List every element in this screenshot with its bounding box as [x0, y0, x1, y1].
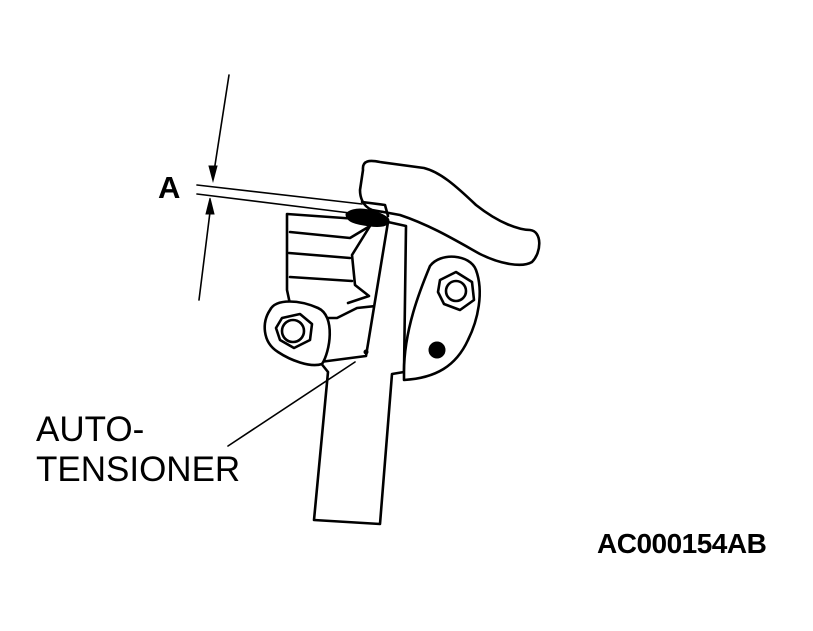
tensioner-notch — [288, 224, 372, 305]
plunger-rod — [360, 200, 390, 218]
left-bolt-head — [280, 318, 306, 344]
tensioner-arm — [358, 159, 541, 267]
dimension-a-label: A — [158, 170, 181, 205]
dimension-guide-line-lower — [198, 211, 211, 301]
plunger-tip — [345, 208, 390, 227]
right-bolt-hex — [436, 270, 476, 312]
right-bolt-head — [444, 279, 468, 303]
auto-tensioner-label-line1: AUTO- — [36, 410, 145, 449]
dimension-arrow-down — [208, 165, 218, 183]
housing-mark — [363, 349, 369, 355]
figure-code: AC000154AB — [597, 528, 767, 559]
tensioner-groove-2 — [288, 275, 354, 283]
label-leader-line — [227, 361, 356, 447]
dimension-guide-line-upper — [212, 74, 230, 179]
tensioner-groove-1 — [287, 251, 352, 260]
dimension-extension-upper — [196, 184, 363, 205]
dimension-extension-lower — [196, 193, 359, 215]
right-mounting-bracket — [402, 255, 482, 382]
dimension-arrow-up — [205, 197, 215, 215]
pin-hole — [428, 341, 446, 359]
auto-tensioner-label: AUTO- TENSIONER — [36, 410, 240, 490]
tensioner-housing — [312, 220, 408, 526]
auto-tensioner-label-line2: TENSIONER — [36, 450, 241, 489]
